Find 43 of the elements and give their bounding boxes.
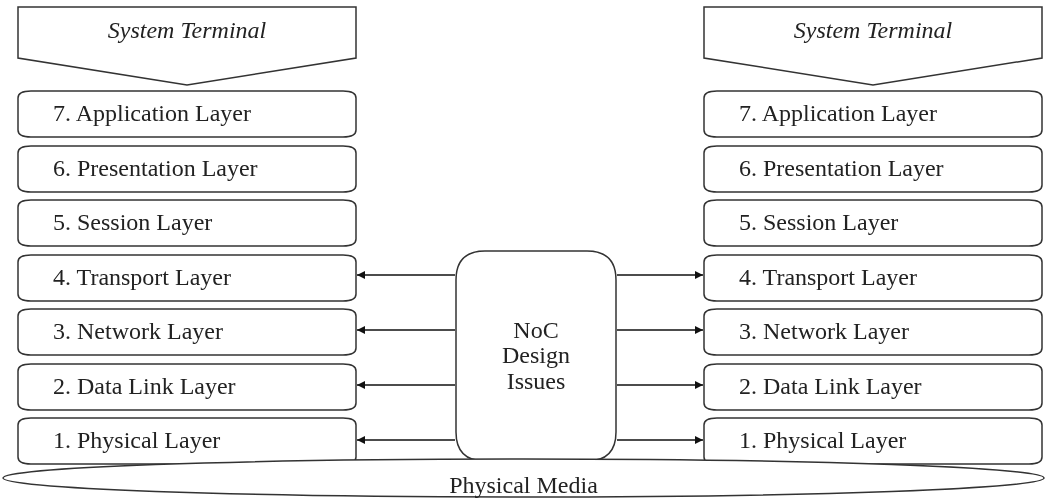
layer-box [703,360,1043,413]
node-label: 7. Application Layer [739,101,937,127]
layer-box [703,142,1043,195]
ellipse-band [2,458,1045,498]
node-label: 4. Transport Layer [53,264,231,291]
layer-box [703,197,1043,249]
layer-box [17,306,357,358]
layer-box [703,251,1043,304]
arrow [356,326,456,334]
node-label: 3. Network Layer [53,319,223,345]
node-label: 3. Network Layer [739,319,909,345]
node-label: 2. Data Link Layer [53,373,236,400]
layer-box [703,415,1043,467]
terminal-banner [17,6,357,86]
layer-box [17,360,357,413]
node-label: 1. Physical Layer [53,428,221,454]
arrow [616,436,704,444]
node-label: Physical Media [449,472,598,498]
node-label: 2. Data Link Layer [739,373,922,400]
node-label: NoC Design Issues [501,318,571,394]
layer-box [17,251,357,304]
terminal-banner [703,6,1043,86]
arrow [616,381,704,389]
layer-box [703,88,1043,140]
arrow [356,271,456,279]
layer-box [17,415,357,467]
node-label: 5. Session Layer [53,210,213,236]
arrow [356,381,456,389]
arrow [616,271,704,279]
node-label: 5. Session Layer [739,210,899,236]
node-label: 6. Presentation Layer [53,155,258,182]
node-label: 7. Application Layer [53,101,251,127]
arrow [356,436,456,444]
terminal-title: System Terminal [793,18,953,44]
terminal-title: System Terminal [107,18,267,44]
node-label: 1. Physical Layer [739,428,907,454]
layer-box [17,197,357,249]
layer-box [17,88,357,140]
node-label: 6. Presentation Layer [739,155,944,182]
layer-box [17,142,357,195]
node-label: 4. Transport Layer [739,264,917,291]
arrow [616,326,704,334]
layer-box [703,306,1043,358]
